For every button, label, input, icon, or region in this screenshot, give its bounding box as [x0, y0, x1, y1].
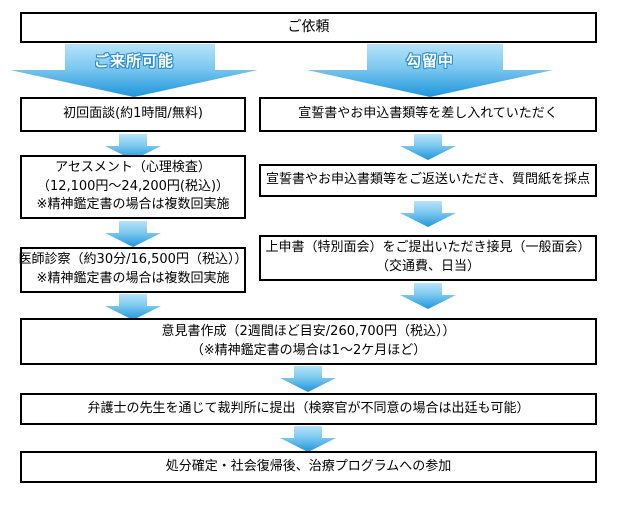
down-arrow-icon [105, 134, 161, 160]
step-text: （※精神鑑定書の場合は1～2ケ月ほど） [190, 342, 427, 358]
down-arrow-icon [105, 221, 161, 247]
step-box-merged-3: 処分確定・社会復帰後、治療プログラムへの参加 [20, 451, 597, 483]
step-text: ※精神鑑定書の場合は複数回実施 [36, 271, 230, 286]
step-text: （交通費、日当） [375, 259, 480, 274]
step-text: 意見書作成（2週間ほど目安/260,700円（税込）） [161, 323, 456, 339]
step-text: 宣誓書やお申込書類等をご返送いただき、質問紙を採点 [265, 172, 591, 188]
step-text: ※精神鑑定書の場合は複数回実施 [36, 197, 230, 213]
branch-left-label: ご来所可能 [93, 52, 174, 70]
down-arrow-icon [280, 366, 336, 392]
step-box-merged-2: 弁護士の先生を通じて裁判所に提出（検察官が不同意の場合は出廷も可能） [20, 393, 597, 425]
step-text: 上申書（特別面会）をご提出いただき接見（一般面会） [265, 240, 591, 256]
step-box-right-3: 上申書（特別面会）をご提出いただき接見（一般面会） （交通費、日当） [259, 235, 597, 281]
down-arrow-icon [400, 283, 456, 309]
step-text: 処分確定・社会復帰後、治療プログラムへの参加 [165, 458, 452, 474]
branch-right-label: 勾留中 [405, 52, 454, 70]
branch-right-down-arrow-icon [307, 44, 553, 97]
step-text: 初回面談(約1時間/無料) [63, 106, 203, 122]
step-text: ご依頼 [287, 19, 330, 36]
step-text: 宣誓書やお申込書類等を差し入れていただく [298, 106, 558, 122]
step-box-right-1: 宣誓書やお申込書類等を差し入れていただく [259, 97, 597, 132]
branch-left-down-arrow-icon [10, 44, 258, 97]
down-arrow-icon [400, 134, 456, 160]
step-box-merged-1: 意見書作成（2週間ほど目安/260,700円（税込）） （※精神鑑定書の場合は1… [20, 318, 597, 365]
step-text: 弁護士の先生を通じて裁判所に提出（検察官が不同意の場合は出廷も可能） [87, 400, 530, 416]
step-box-start: ご依頼 [20, 12, 597, 43]
step-box-left-2: アセスメント（心理検査） （12,100円～24,200円(税込)） ※精神鑑定… [20, 155, 246, 219]
step-text: 医師診察（約30分/16,500円（税込）） [18, 252, 248, 268]
step-box-left-1: 初回面談(約1時間/無料) [20, 97, 246, 132]
down-arrow-icon [400, 201, 456, 227]
step-text: アセスメント（心理検査） [55, 159, 211, 175]
step-box-left-3: 医師診察（約30分/16,500円（税込）） ※精神鑑定書の場合は複数回実施 [18, 247, 248, 293]
down-arrow-icon [105, 294, 161, 320]
down-arrow-icon [280, 426, 336, 452]
step-text: （12,100円～24,200円(税込)） [36, 178, 230, 194]
step-box-right-2: 宣誓書やお申込書類等をご返送いただき、質問紙を採点 [259, 164, 597, 197]
